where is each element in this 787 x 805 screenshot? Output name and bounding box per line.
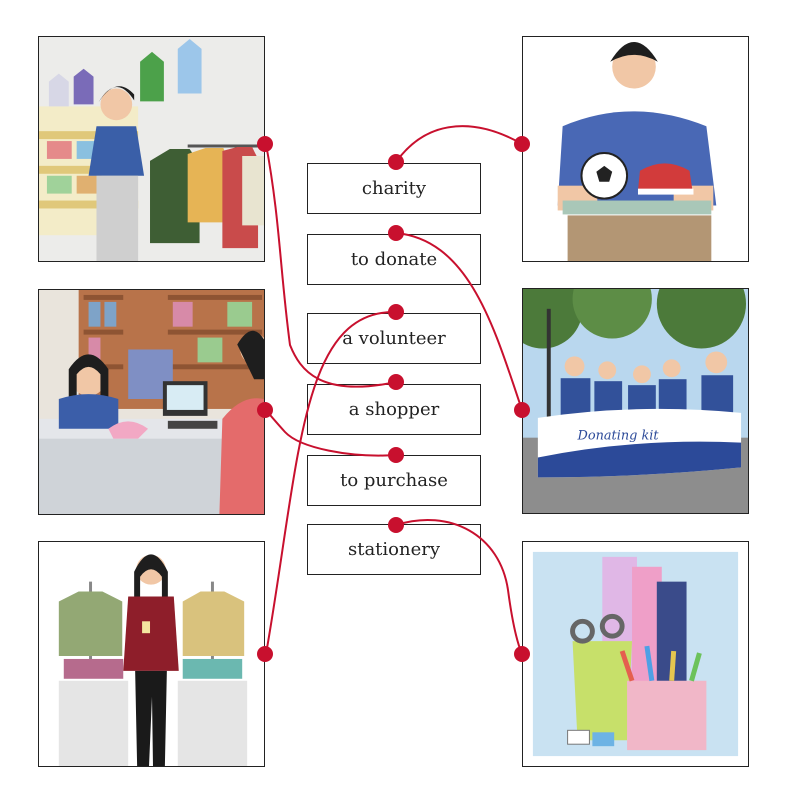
dot-word-shopper[interactable] bbox=[388, 374, 404, 390]
picture-sales-assistant bbox=[38, 541, 265, 767]
dot-picture-stationery-set[interactable] bbox=[514, 646, 530, 662]
word-label: to purchase bbox=[340, 470, 448, 491]
picture-cashier-counter bbox=[38, 289, 265, 515]
dot-word-charity[interactable] bbox=[388, 154, 404, 170]
picture-clothing-store-browsing bbox=[38, 36, 265, 262]
word-label: charity bbox=[361, 178, 427, 199]
picture-stationery-set bbox=[522, 541, 749, 767]
word-box-charity[interactable]: charity bbox=[307, 163, 481, 214]
dot-picture-volunteers-banner[interactable] bbox=[514, 402, 530, 418]
dot-picture-donation-box[interactable] bbox=[514, 136, 530, 152]
dot-picture-sales-assistant[interactable] bbox=[257, 646, 273, 662]
word-label: a volunteer bbox=[342, 328, 446, 349]
line-charity-donation-box bbox=[395, 125, 523, 163]
dot-word-purchase[interactable] bbox=[388, 447, 404, 463]
word-box-a-shopper[interactable]: a shopper bbox=[307, 384, 481, 435]
word-label: to donate bbox=[350, 249, 438, 270]
banner-text: Donating kit bbox=[577, 429, 660, 444]
dot-word-volunteer[interactable] bbox=[388, 304, 404, 320]
picture-volunteers-banner: Donating kit bbox=[522, 288, 749, 514]
word-label: stationery bbox=[347, 539, 441, 560]
dot-word-stationery[interactable] bbox=[388, 517, 404, 533]
dot-word-donate[interactable] bbox=[388, 225, 404, 241]
dot-picture-clothing-store[interactable] bbox=[257, 136, 273, 152]
dot-picture-cashier-counter[interactable] bbox=[257, 402, 273, 418]
word-box-a-volunteer[interactable]: a volunteer bbox=[307, 313, 481, 364]
word-box-to-donate[interactable]: to donate bbox=[307, 234, 481, 285]
picture-donation-box bbox=[522, 36, 749, 262]
word-label: a shopper bbox=[348, 399, 440, 420]
